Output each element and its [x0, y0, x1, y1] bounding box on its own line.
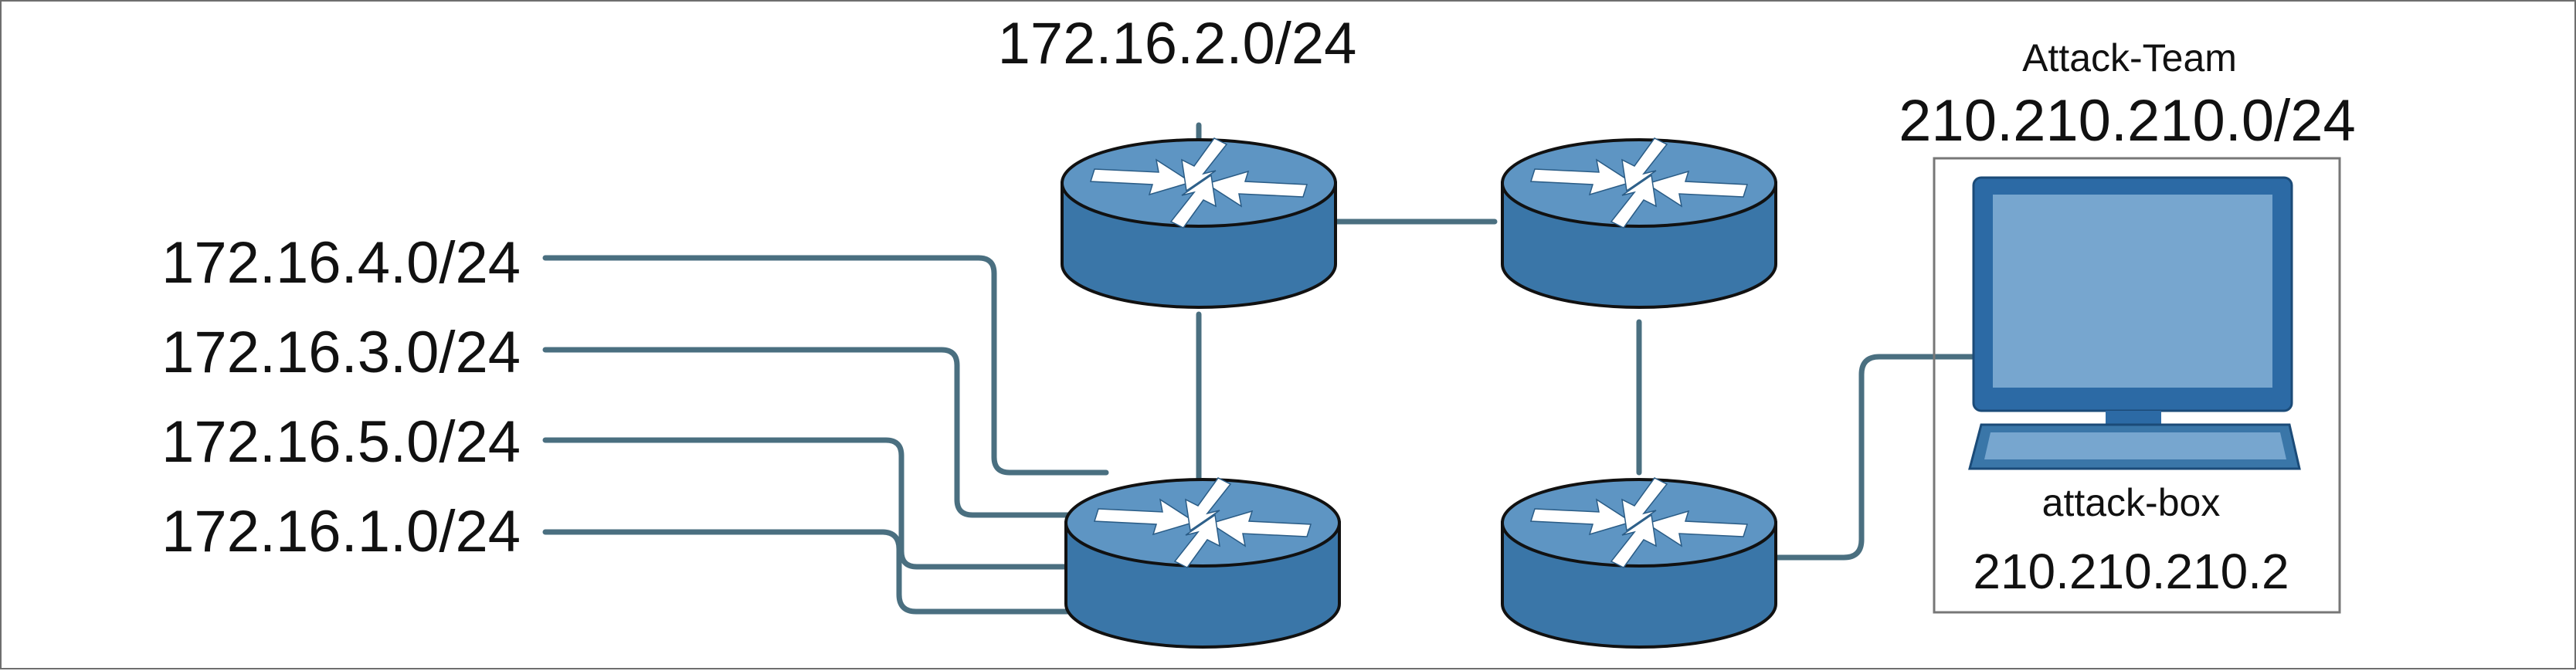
- subnet-label-5: 172.16.5.0/24: [161, 409, 521, 475]
- attack-team-network: 210.210.210.0/24: [1899, 88, 2356, 154]
- attack-box-ip: 210.210.210.2: [1973, 544, 2289, 599]
- router-bottom-left: [1064, 476, 1341, 649]
- links: [542, 122, 1978, 615]
- link-subnet-1: [542, 529, 1071, 615]
- link-attack-box: [1771, 354, 1978, 561]
- link-subnet-5: [542, 437, 1071, 570]
- computer-icon: [1968, 176, 2301, 470]
- attack-box-name: attack-box: [2042, 481, 2221, 524]
- attack-team-label: Attack-Team: [2022, 36, 2237, 80]
- subnet-label-3: 172.16.3.0/24: [161, 320, 521, 385]
- subnet-label-4: 172.16.4.0/24: [161, 230, 521, 296]
- link-subnet-3: [542, 347, 1078, 518]
- link-subnet-4: [542, 255, 1109, 476]
- subnet-top-label: 172.16.2.0/24: [998, 11, 1357, 76]
- router-top-left: [1061, 137, 1337, 309]
- router-top-right: [1501, 137, 1777, 309]
- router-bottom-right: [1501, 476, 1777, 649]
- subnet-label-1: 172.16.1.0/24: [161, 499, 521, 564]
- attack-team-box: [1933, 157, 2341, 614]
